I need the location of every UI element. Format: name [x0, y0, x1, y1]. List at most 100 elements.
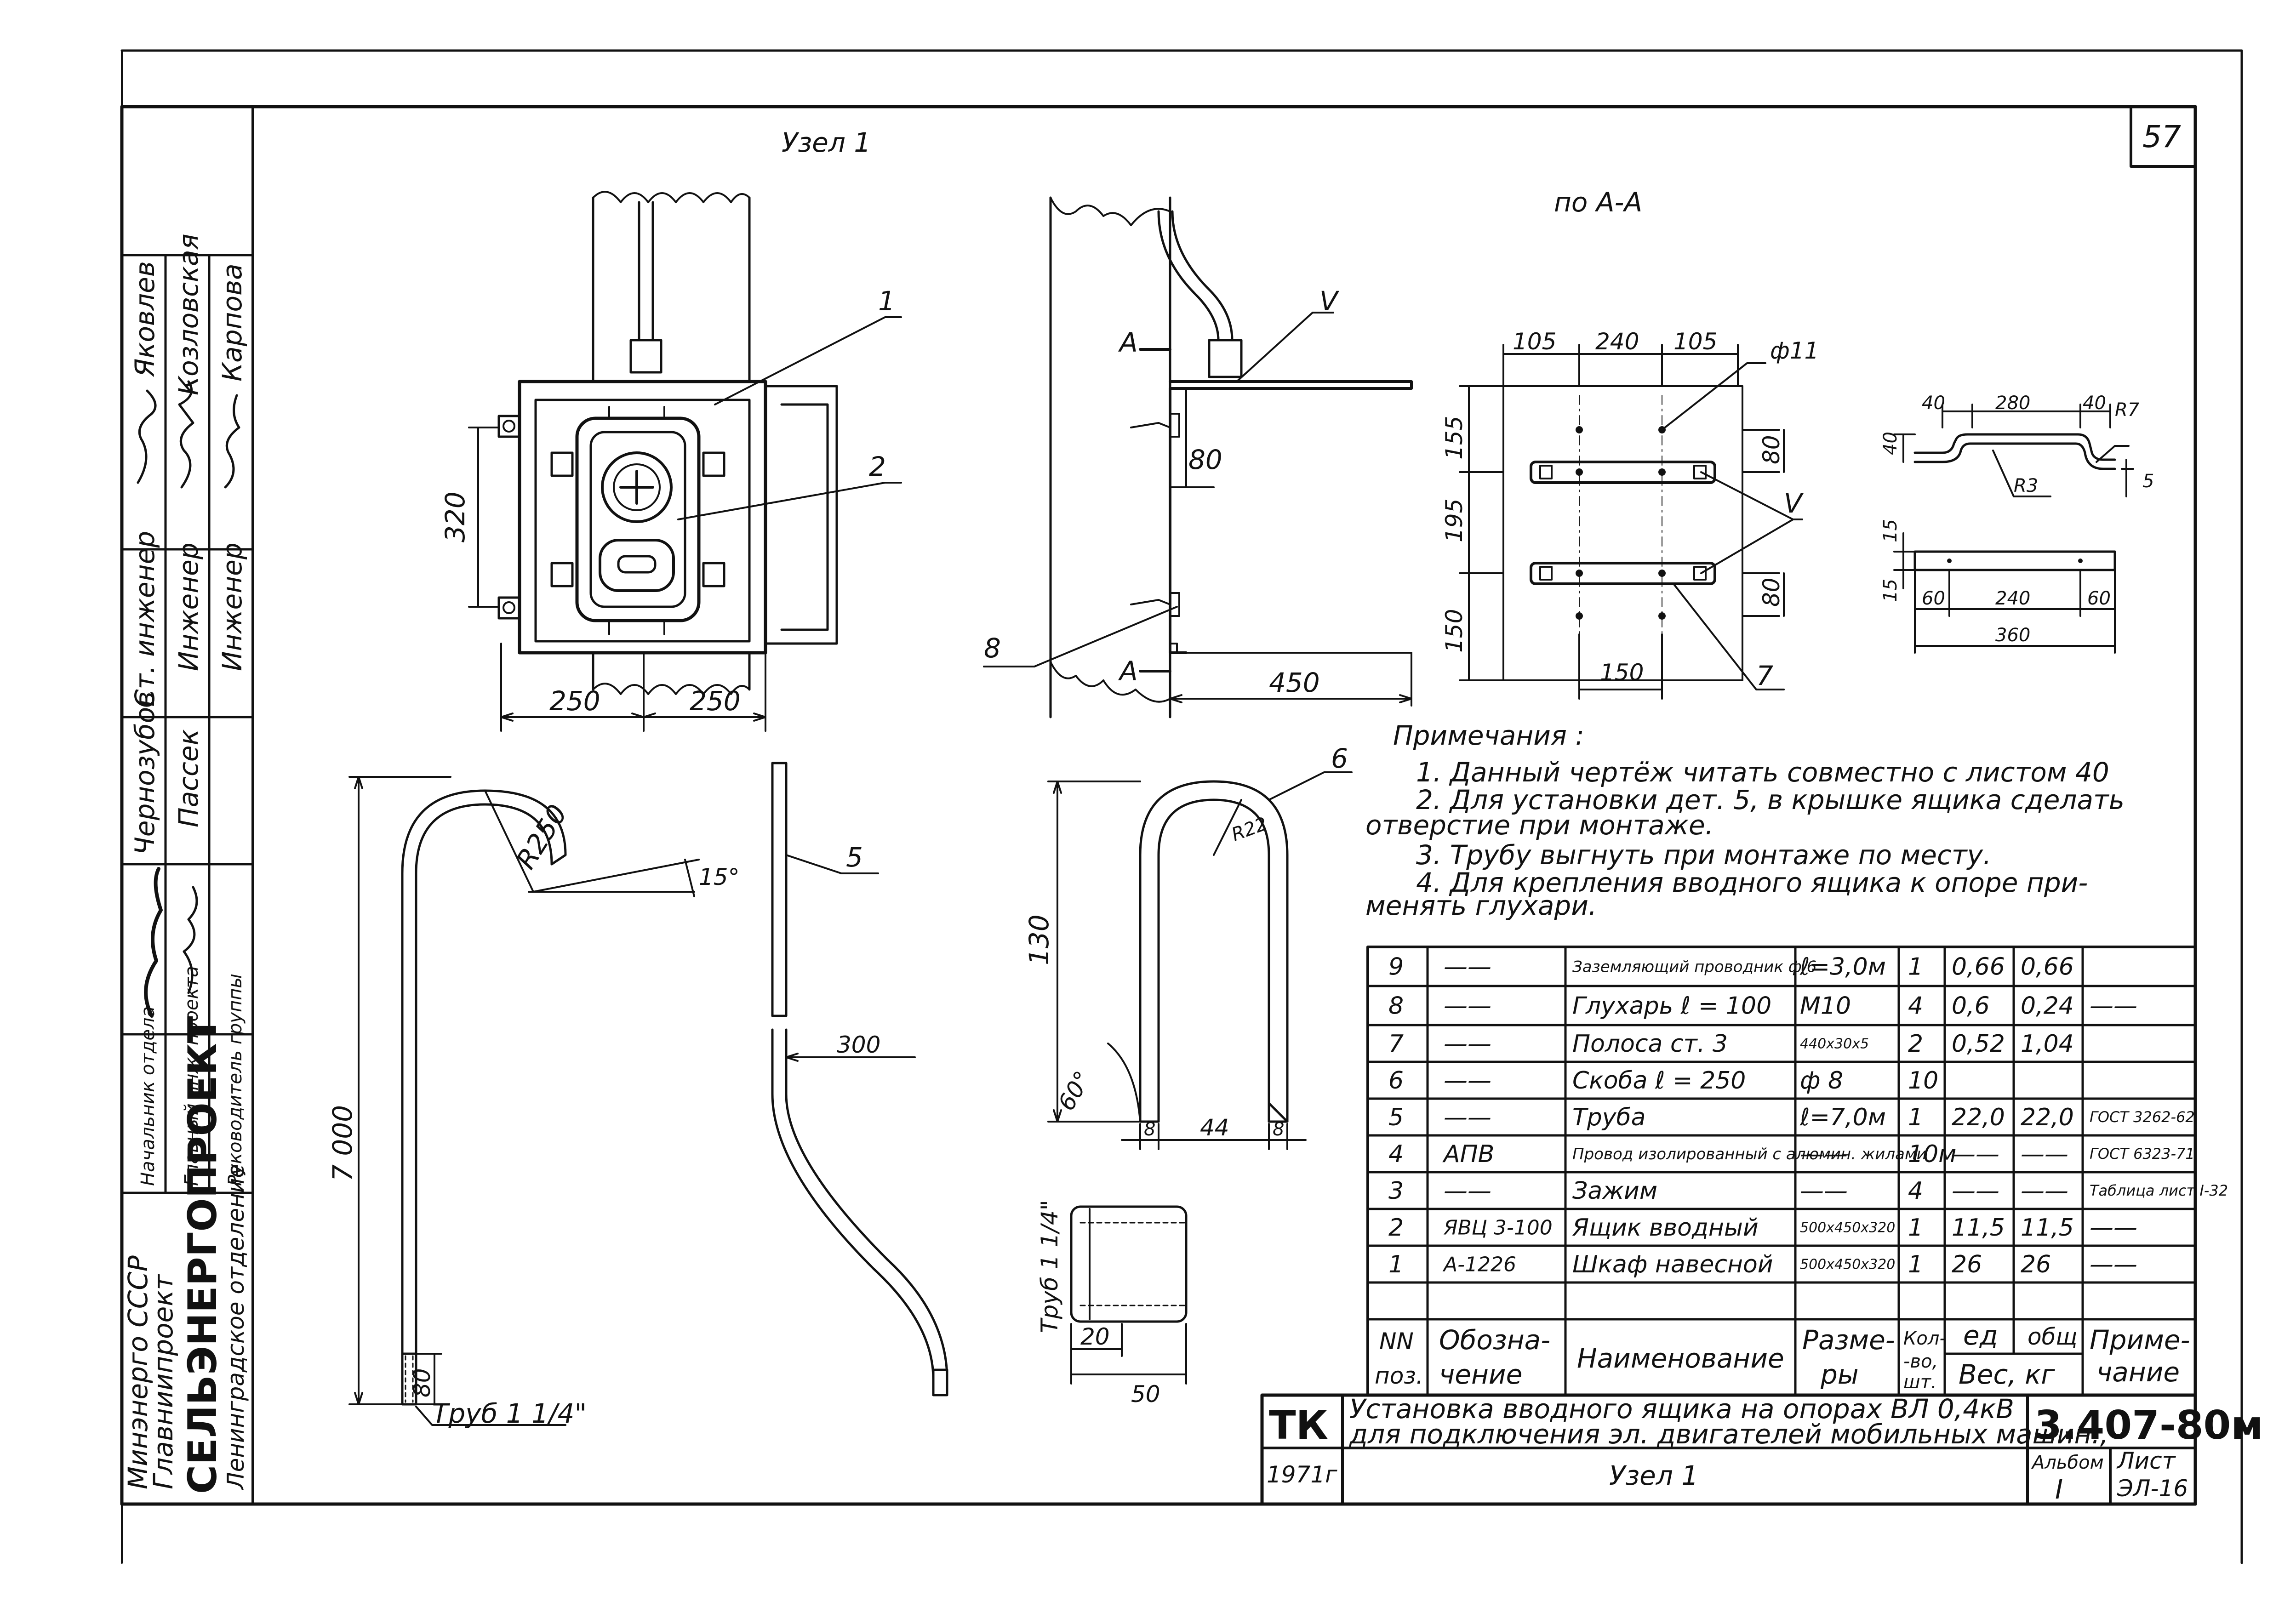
pipe-caption: Труб 1 1/4" [432, 1398, 587, 1429]
role-3: Руководитель группы [225, 974, 246, 1186]
org-line-3: СЕЛЬЭНЕРГОПРОЕКТ [180, 1016, 226, 1494]
cell-weight-unit: —— [1952, 1177, 1999, 1205]
bracket-6-detail [1047, 771, 1353, 1150]
cell-note: —— [2090, 1214, 2137, 1242]
node-title: Узел 1 [782, 127, 871, 158]
strip-detail [1893, 404, 2134, 654]
strip-dim-40v: 40 [1880, 432, 1901, 455]
bracket-dim-8b: 8 [1273, 1119, 1284, 1140]
cell-size: —— [1800, 1177, 1848, 1205]
signature-1 [137, 389, 157, 484]
cell-pos: 3 [1388, 1177, 1404, 1205]
cell-size: 440x30x5 [1800, 1036, 1869, 1052]
sec-dim-195: 195 [1441, 499, 1468, 542]
signature-5 [183, 886, 198, 994]
cell-weight-unit: 11,5 [1952, 1214, 2005, 1242]
front-pos-1: 1 [878, 285, 895, 317]
sheet-number: 57 [2142, 119, 2181, 154]
org-line-4: Ленинградское отделение [223, 1164, 249, 1490]
bracket-dim-r22: R22 [1229, 813, 1270, 845]
notes-block: Примечания : 1. Данный чертёж читать сов… [1365, 720, 2125, 921]
cell-code: А-1226 [1442, 1253, 1516, 1276]
th-qty-c: шт. [1903, 1372, 1937, 1393]
cell-code: —— [1444, 992, 1491, 1020]
strip-dim-360: 360 [1995, 625, 2030, 646]
cell-note: —— [2090, 992, 2137, 1020]
title-sheet-label: Лист [2116, 1448, 2176, 1474]
cell-weight-total: 11,5 [2021, 1214, 2074, 1242]
position-1: Ст. инженер [129, 531, 160, 708]
spec-table-header: NN поз. Обозна- чение Наименование Разме… [1375, 1320, 2190, 1393]
cell-weight-total: 0,66 [2021, 953, 2074, 981]
cell-pos: 8 [1388, 992, 1404, 1020]
sec-dim-105a: 105 [1513, 328, 1556, 355]
pipe-dim-7000: 7 000 [327, 1105, 358, 1181]
pipe5-pos-5: 5 [846, 842, 863, 873]
bracket-dim-60: 60° [1053, 1066, 1097, 1115]
bent-pipe-detail [348, 776, 700, 1426]
role-2: Главный инж. проекта [181, 966, 202, 1186]
notes-title: Примечания : [1393, 720, 1584, 751]
bracket-dim-130: 130 [1023, 914, 1055, 965]
note-line-3: отверстие при монтаже. [1365, 809, 1713, 841]
position-2: Инженер [173, 542, 204, 671]
cell-name: Провод изолированный с алюмин. жилами [1572, 1145, 1927, 1163]
cell-size: ℓ=7,0м [1799, 1104, 1886, 1131]
cell-weight-total: 1,04 [2021, 1030, 2074, 1058]
cell-pos: 6 [1388, 1067, 1404, 1094]
cell-qty: 10 [1908, 1067, 1938, 1094]
title-subject: Узел 1 [1609, 1460, 1698, 1491]
side-mark-a-top: А [1118, 327, 1138, 358]
cell-weight-total: 22,0 [2021, 1104, 2074, 1131]
name-3: Карпова [217, 263, 248, 382]
title-sheet: ЭЛ-16 [2117, 1475, 2188, 1502]
th-note-a: Приме- [2090, 1324, 2190, 1356]
side-pos-8: 8 [984, 633, 1001, 664]
org-line-2: Главниипроект [148, 1274, 179, 1489]
signature-block [120, 254, 254, 1194]
th-size-a: Разме- [1802, 1324, 1895, 1356]
th-pos-b: поз. [1375, 1362, 1423, 1389]
sec-pos-7: 7 [1756, 660, 1773, 691]
sec-dim-80a: 80 [1758, 435, 1785, 464]
th-name: Наименование [1577, 1343, 1784, 1374]
cell-size: —— [1800, 1140, 1848, 1168]
sleeve-caption: Труб 1 1/4" [1036, 1200, 1063, 1333]
cell-weight-total: —— [2021, 1177, 2068, 1205]
side-dim-450: 450 [1269, 667, 1320, 698]
side-dim-80: 80 [1188, 444, 1222, 475]
front-pos-2: 2 [869, 451, 886, 482]
section-a-a [1459, 344, 1803, 700]
strip-dim-40b: 40 [2083, 393, 2106, 414]
cell-weight-unit: 22,0 [1952, 1104, 2005, 1131]
signature-4 [144, 867, 163, 1018]
org-line-1: Минэнерго СССР [122, 1255, 154, 1489]
cell-name: Глухарь ℓ = 100 [1572, 992, 1771, 1020]
front-dim-250b: 250 [690, 685, 741, 717]
sec-dim-80b: 80 [1758, 577, 1785, 607]
name-5: Пассек [173, 729, 204, 827]
front-view [468, 191, 902, 732]
cell-qty: 10м [1908, 1140, 1956, 1168]
signature-2 [178, 380, 194, 489]
cell-weight-unit: 0,6 [1952, 992, 1990, 1020]
bracket-dim-8a: 8 [1144, 1119, 1155, 1140]
cell-qty: 1 [1908, 953, 1923, 981]
stamp-names: Яковлев Козловская Карпова Ст. инженер И… [122, 234, 249, 1494]
title-line-1: Установка вводного ящика на опорах ВЛ 0,… [1349, 1393, 2014, 1425]
title-album-label: Альбом [2031, 1452, 2104, 1473]
bracket-pos-6: 6 [1331, 743, 1348, 774]
pipe-dim-80: 80 [409, 1368, 435, 1397]
title-line-2: для подключения эл. двигателей мобильных… [1349, 1419, 2108, 1450]
cell-code: —— [1444, 953, 1491, 981]
strip-dim-15b: 15 [1880, 579, 1901, 602]
sleeve-dim-20: 20 [1080, 1323, 1110, 1350]
sheet-frame [120, 49, 2243, 1564]
name-1: Яковлев [129, 261, 160, 377]
title-block [1260, 1393, 2197, 1506]
sleeve-detail [1070, 1205, 1188, 1385]
strip-dim-240: 240 [1995, 588, 2030, 609]
